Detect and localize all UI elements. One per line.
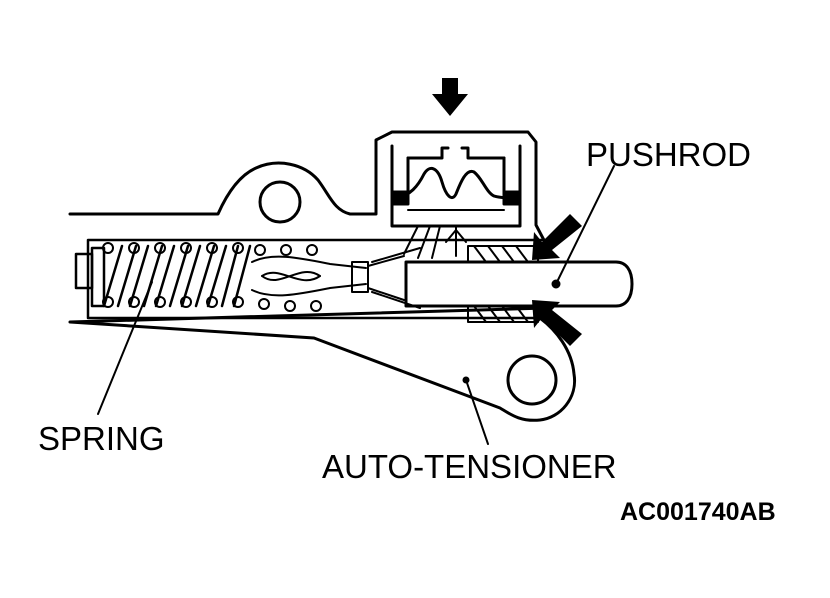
pushrod-label: PUSHROD	[586, 136, 752, 173]
pushrod-leader	[555, 165, 615, 285]
spring-label: SPRING	[38, 420, 165, 457]
spring-leader	[97, 281, 153, 415]
lower-right-arrow	[532, 300, 582, 346]
tensioner-housing	[68, 130, 577, 422]
rod-seal-top	[467, 245, 539, 263]
figure-code: AC001740AB	[620, 498, 776, 526]
auto-tensioner-leader	[465, 379, 489, 445]
down-arrow	[432, 78, 468, 116]
upper-right-arrow	[532, 214, 582, 260]
pushrod	[404, 260, 634, 308]
spring-seat	[90, 246, 106, 308]
reservoir-cap	[390, 144, 522, 259]
upper-mounting-hole	[258, 180, 302, 224]
lower-mounting-hole	[506, 354, 558, 406]
check-valve	[251, 247, 421, 309]
spring-coils	[102, 244, 252, 308]
bellows	[394, 166, 518, 200]
end-plug	[74, 252, 94, 290]
spring-coil-ends	[102, 242, 322, 312]
auto-tensioner-label: AUTO-TENSIONER	[322, 448, 617, 485]
